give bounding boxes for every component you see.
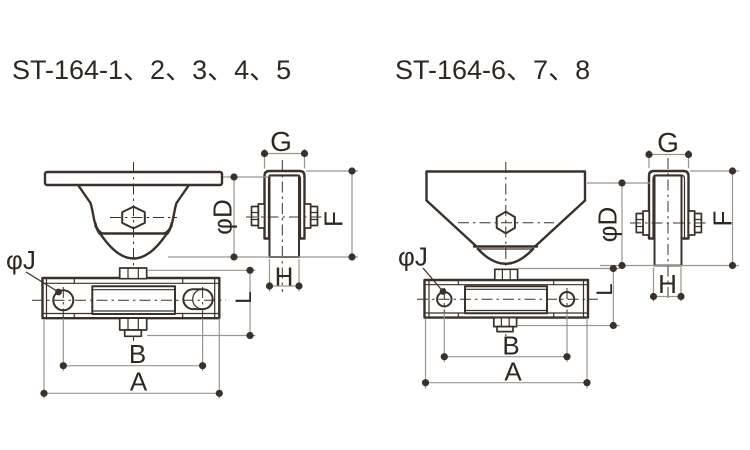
right-front-view xyxy=(425,162,587,336)
bolt-washer-bottom xyxy=(496,325,514,333)
left-front-view xyxy=(43,162,224,341)
dim-label-B: B xyxy=(129,339,146,369)
axle-washer xyxy=(303,203,312,229)
dim-label-B: B xyxy=(502,331,519,361)
right-plan-view xyxy=(417,268,598,333)
dim-label-A: A xyxy=(504,357,522,387)
mounting-slot-right xyxy=(182,288,214,311)
bolt-nut-bottom xyxy=(118,317,148,331)
right-side-view xyxy=(630,158,708,298)
right-model-title: ST-164-6、7、8 xyxy=(395,55,590,85)
dim-label-G: G xyxy=(657,127,679,158)
dim-label-F: F xyxy=(319,211,349,227)
dim-label-L: L xyxy=(231,291,256,303)
dim-label-H: H xyxy=(275,262,294,292)
bolt-head-top xyxy=(493,268,519,281)
bolt-nut-bottom xyxy=(492,316,518,328)
dim-label-A: A xyxy=(130,367,148,397)
axle-nut-side xyxy=(250,205,260,227)
dim-label-H: H xyxy=(658,269,677,299)
dim-label-L: L xyxy=(592,283,617,295)
left-model-title: ST-164-1、2、3、4、5 xyxy=(12,55,291,85)
axle-washer xyxy=(257,203,266,229)
bolt-head-top xyxy=(118,267,148,280)
left-assembly: ST-164-1、2、3、4、5 xyxy=(6,55,358,399)
left-side-view xyxy=(246,160,322,292)
dim-label-F: F xyxy=(708,211,738,227)
left-dimensions: G φD F H φJ L xyxy=(6,126,358,399)
dim-label-phiJ: φJ xyxy=(6,245,36,275)
wheel-tread xyxy=(268,174,300,258)
axle-nut-side xyxy=(309,205,319,227)
dim-label-phiJ: φJ xyxy=(398,242,428,272)
dim-label-phiD: φD xyxy=(593,207,623,243)
dim-label-G: G xyxy=(270,126,292,157)
right-dimensions: G φD F H φJ L xyxy=(398,127,739,389)
wheel-through-slot xyxy=(464,285,548,315)
bolt-washer-bottom xyxy=(123,329,143,338)
dim-label-phiD: φD xyxy=(208,199,238,235)
right-assembly: ST-164-6、7、8 xyxy=(395,55,739,389)
left-plan-view xyxy=(32,267,226,338)
